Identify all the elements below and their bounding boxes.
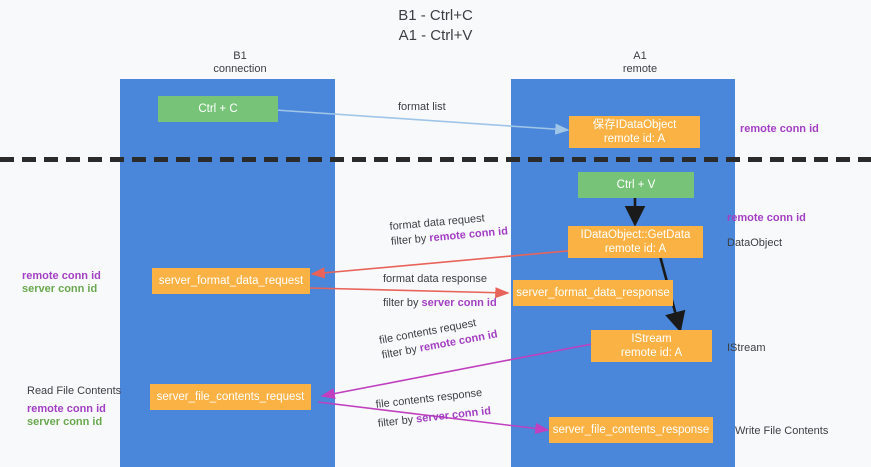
edge-label-file-contents-request: file contents request filter by remote c… [378, 313, 499, 364]
node-istream[interactable]: IStream remote id: A [591, 330, 712, 362]
annotation-right-remote-conn-id-mid: remote conn id [727, 212, 806, 224]
filter-by-prefix: filter by [383, 297, 422, 309]
edge-label-format-list-text: format list [398, 101, 446, 113]
page-title: B1 - Ctrl+C A1 - Ctrl+V [0, 6, 871, 46]
edge-label-format-data-response-line2: filter by server conn id [383, 296, 497, 311]
node-idataobject-getdata[interactable]: IDataObject::GetData remote id: A [568, 226, 703, 258]
edge-label-format-list: format list [398, 100, 446, 115]
node-idataobject-getdata-line1: IDataObject::GetData [580, 229, 691, 241]
column-header-a1-name: A1 [633, 50, 647, 62]
edge-label-format-data-response-line1: format data response [383, 273, 487, 285]
node-server-file-contents-response[interactable]: server_file_contents_response [549, 417, 713, 443]
edge-label-format-data-response: format data response filter by server co… [383, 272, 497, 311]
column-header-b1: B1 connection [140, 50, 340, 76]
filter-key-server-conn-id: server conn id [415, 404, 492, 426]
filter-key-server-conn-id: server conn id [421, 297, 497, 309]
node-server-file-contents-request-label: server_file_contents_request [156, 391, 305, 403]
column-header-a1: A1 remote [545, 50, 735, 76]
node-ctrl-c-label: Ctrl + C [198, 103, 238, 115]
node-istream-line1: IStream [631, 333, 672, 345]
node-server-file-contents-response-label: server_file_contents_response [552, 424, 710, 436]
column-header-b1-role: connection [213, 63, 267, 75]
column-header-b1-name: B1 [233, 50, 247, 62]
edge-label-file-contents-response: file contents response filter by server … [375, 385, 492, 432]
annotation-right-remote-conn-id-top: remote conn id [740, 123, 819, 135]
annotation-right-write-file-contents: Write File Contents [735, 425, 829, 437]
column-header-a1-role: remote [622, 63, 658, 75]
annotation-right-istream: IStream [727, 342, 766, 354]
node-server-file-contents-request[interactable]: server_file_contents_request [150, 384, 311, 410]
annotation-left-server-conn-id-bottom: server conn id [27, 416, 103, 428]
node-save-idataobject[interactable]: 保存IDataObject remote id: A [569, 116, 700, 148]
filter-by-prefix: filter by [390, 232, 430, 248]
annotation-left-read-file-contents: Read File Contents [27, 385, 122, 397]
node-ctrl-v[interactable]: Ctrl + V [578, 172, 694, 198]
node-ctrl-v-label: Ctrl + V [616, 179, 656, 191]
title-line-2: A1 - Ctrl+V [398, 27, 473, 44]
node-idataobject-getdata-line2: remote id: A [604, 243, 667, 255]
edge-label-format-data-request: format data request filter by remote con… [389, 209, 509, 250]
section-divider [0, 157, 871, 162]
title-line-1: B1 - Ctrl+C [398, 7, 473, 24]
annotation-left-server-conn-id-mid: server conn id [22, 283, 98, 295]
node-save-idataobject-line2: remote id: A [603, 133, 666, 145]
node-server-format-data-request-label: server_format_data_request [158, 275, 304, 287]
node-server-format-data-response[interactable]: server_format_data_response [513, 280, 673, 306]
node-istream-line2: remote id: A [620, 347, 683, 359]
node-ctrl-c[interactable]: Ctrl + C [158, 96, 278, 122]
annotation-left-remote-conn-id-mid: remote conn id [22, 270, 101, 282]
filter-by-prefix: filter by [377, 413, 417, 430]
annotation-right-dataobject: DataObject [727, 237, 783, 249]
node-server-format-data-request[interactable]: server_format_data_request [152, 268, 310, 294]
annotation-left-remote-conn-id-bottom: remote conn id [27, 403, 106, 415]
node-server-format-data-response-label: server_format_data_response [516, 287, 670, 299]
node-save-idataobject-line1: 保存IDataObject [592, 119, 677, 131]
